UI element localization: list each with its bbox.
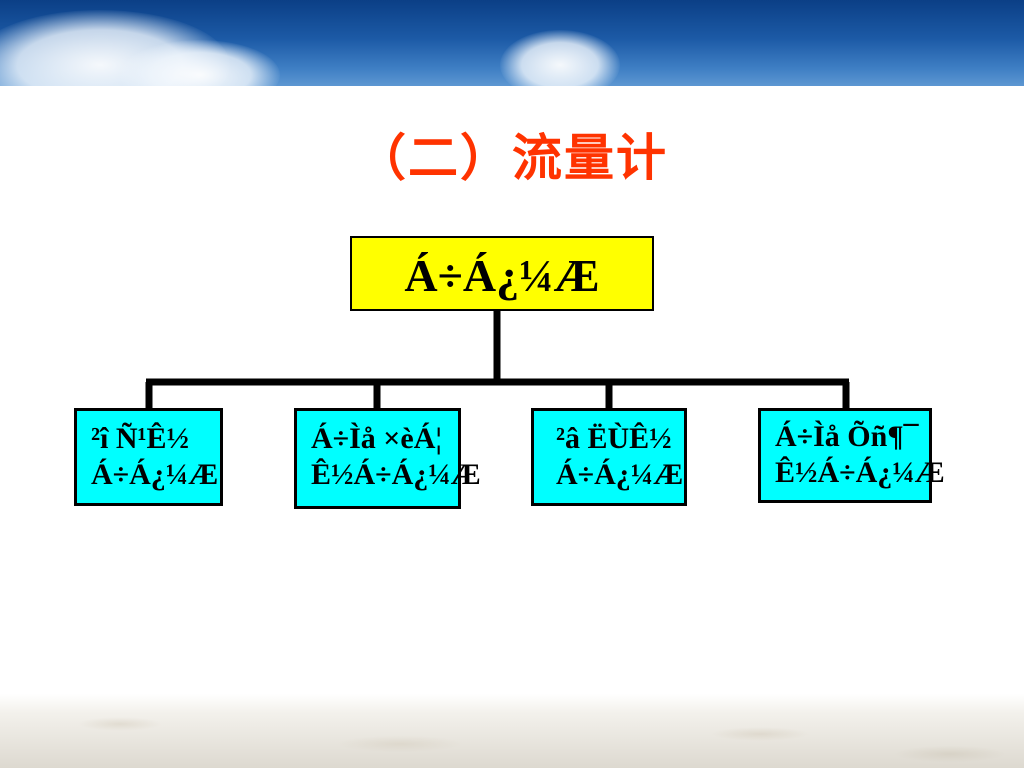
child-node-2: Á÷Ìå ×èÁ¦ Ê½Á÷Á¿¼Æ	[294, 408, 481, 509]
root-node-flowmeter: Á÷Á¿¼Æ	[350, 236, 654, 311]
sand-strip-image	[0, 694, 1024, 768]
sky-banner-image	[0, 0, 1024, 86]
child-node-1: ²î Ñ¹Ê½ Á÷Á¿¼Æ	[74, 408, 223, 506]
cloud-shape	[500, 30, 620, 86]
child-node-4: Á÷Ìå Õñ¶¯ Ê½Á÷Á¿¼Æ	[758, 408, 945, 503]
slide-title: （二）流量计	[356, 128, 668, 187]
child-node-3: ²â ËÙÊ½ Á÷Á¿¼Æ	[531, 408, 687, 506]
